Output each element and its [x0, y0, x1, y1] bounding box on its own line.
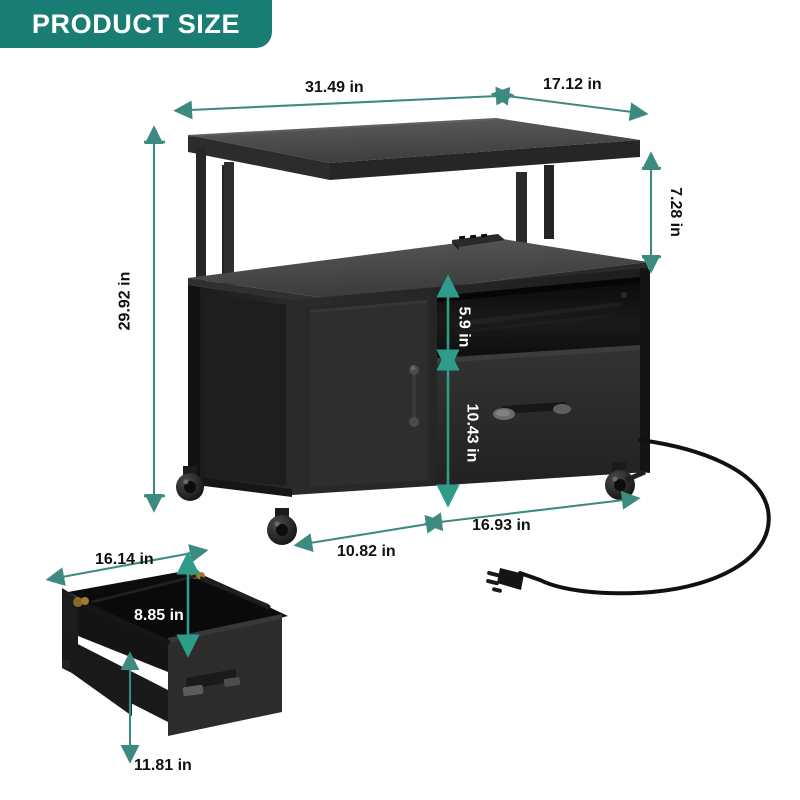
file-drawer-front [437, 345, 640, 482]
power-plug [486, 568, 542, 593]
power-strip [452, 233, 505, 250]
dimline-drawer-width [423, 490, 641, 532]
caster-front-left [267, 508, 297, 545]
cabinet-door [306, 296, 430, 490]
dimline-width-top-front [173, 86, 515, 120]
door-handle [409, 365, 419, 427]
dimlabel-door-width: 10.82 in [337, 543, 396, 560]
product-size-banner: PRODUCT SIZE [0, 0, 272, 48]
power-cord [538, 438, 771, 596]
frame-front-posts [196, 148, 554, 290]
dimlabel-drawer-front-height: 10.43 in [463, 403, 481, 463]
dimlabel-drawer-width: 16.93 in [472, 517, 531, 534]
main-cabinet-unit [176, 118, 771, 596]
caster-rear-left [176, 466, 204, 501]
top-shelf [188, 118, 640, 180]
dimlabel-drawer-inner-width: 16.14 in [95, 551, 154, 568]
open-shelf-compartment [437, 277, 640, 360]
dimline-depth-top-side [490, 86, 649, 122]
banner-label: PRODUCT SIZE [31, 8, 241, 39]
drawer-handle [493, 402, 571, 420]
dimline-drawer-inner-width [45, 544, 209, 586]
dimline-door-width [293, 515, 445, 552]
dimlabel-depth-top-side: 17.12 in [543, 76, 602, 93]
dimlabel-width-top-front: 31.49 in [305, 79, 364, 96]
detached-drawer-handle [182, 669, 241, 697]
dimlabel-drawer-inner-height: 11.81 in [134, 757, 192, 774]
dimlabel-drawer-inner-depth: 8.85 in [134, 607, 184, 624]
dimlabel-top-shelf-clearance: 7.28 in [666, 187, 684, 237]
dimlabel-open-shelf-height: 5.9 in [455, 306, 473, 348]
dimlabel-overall-height: 29.92 in [116, 271, 134, 331]
